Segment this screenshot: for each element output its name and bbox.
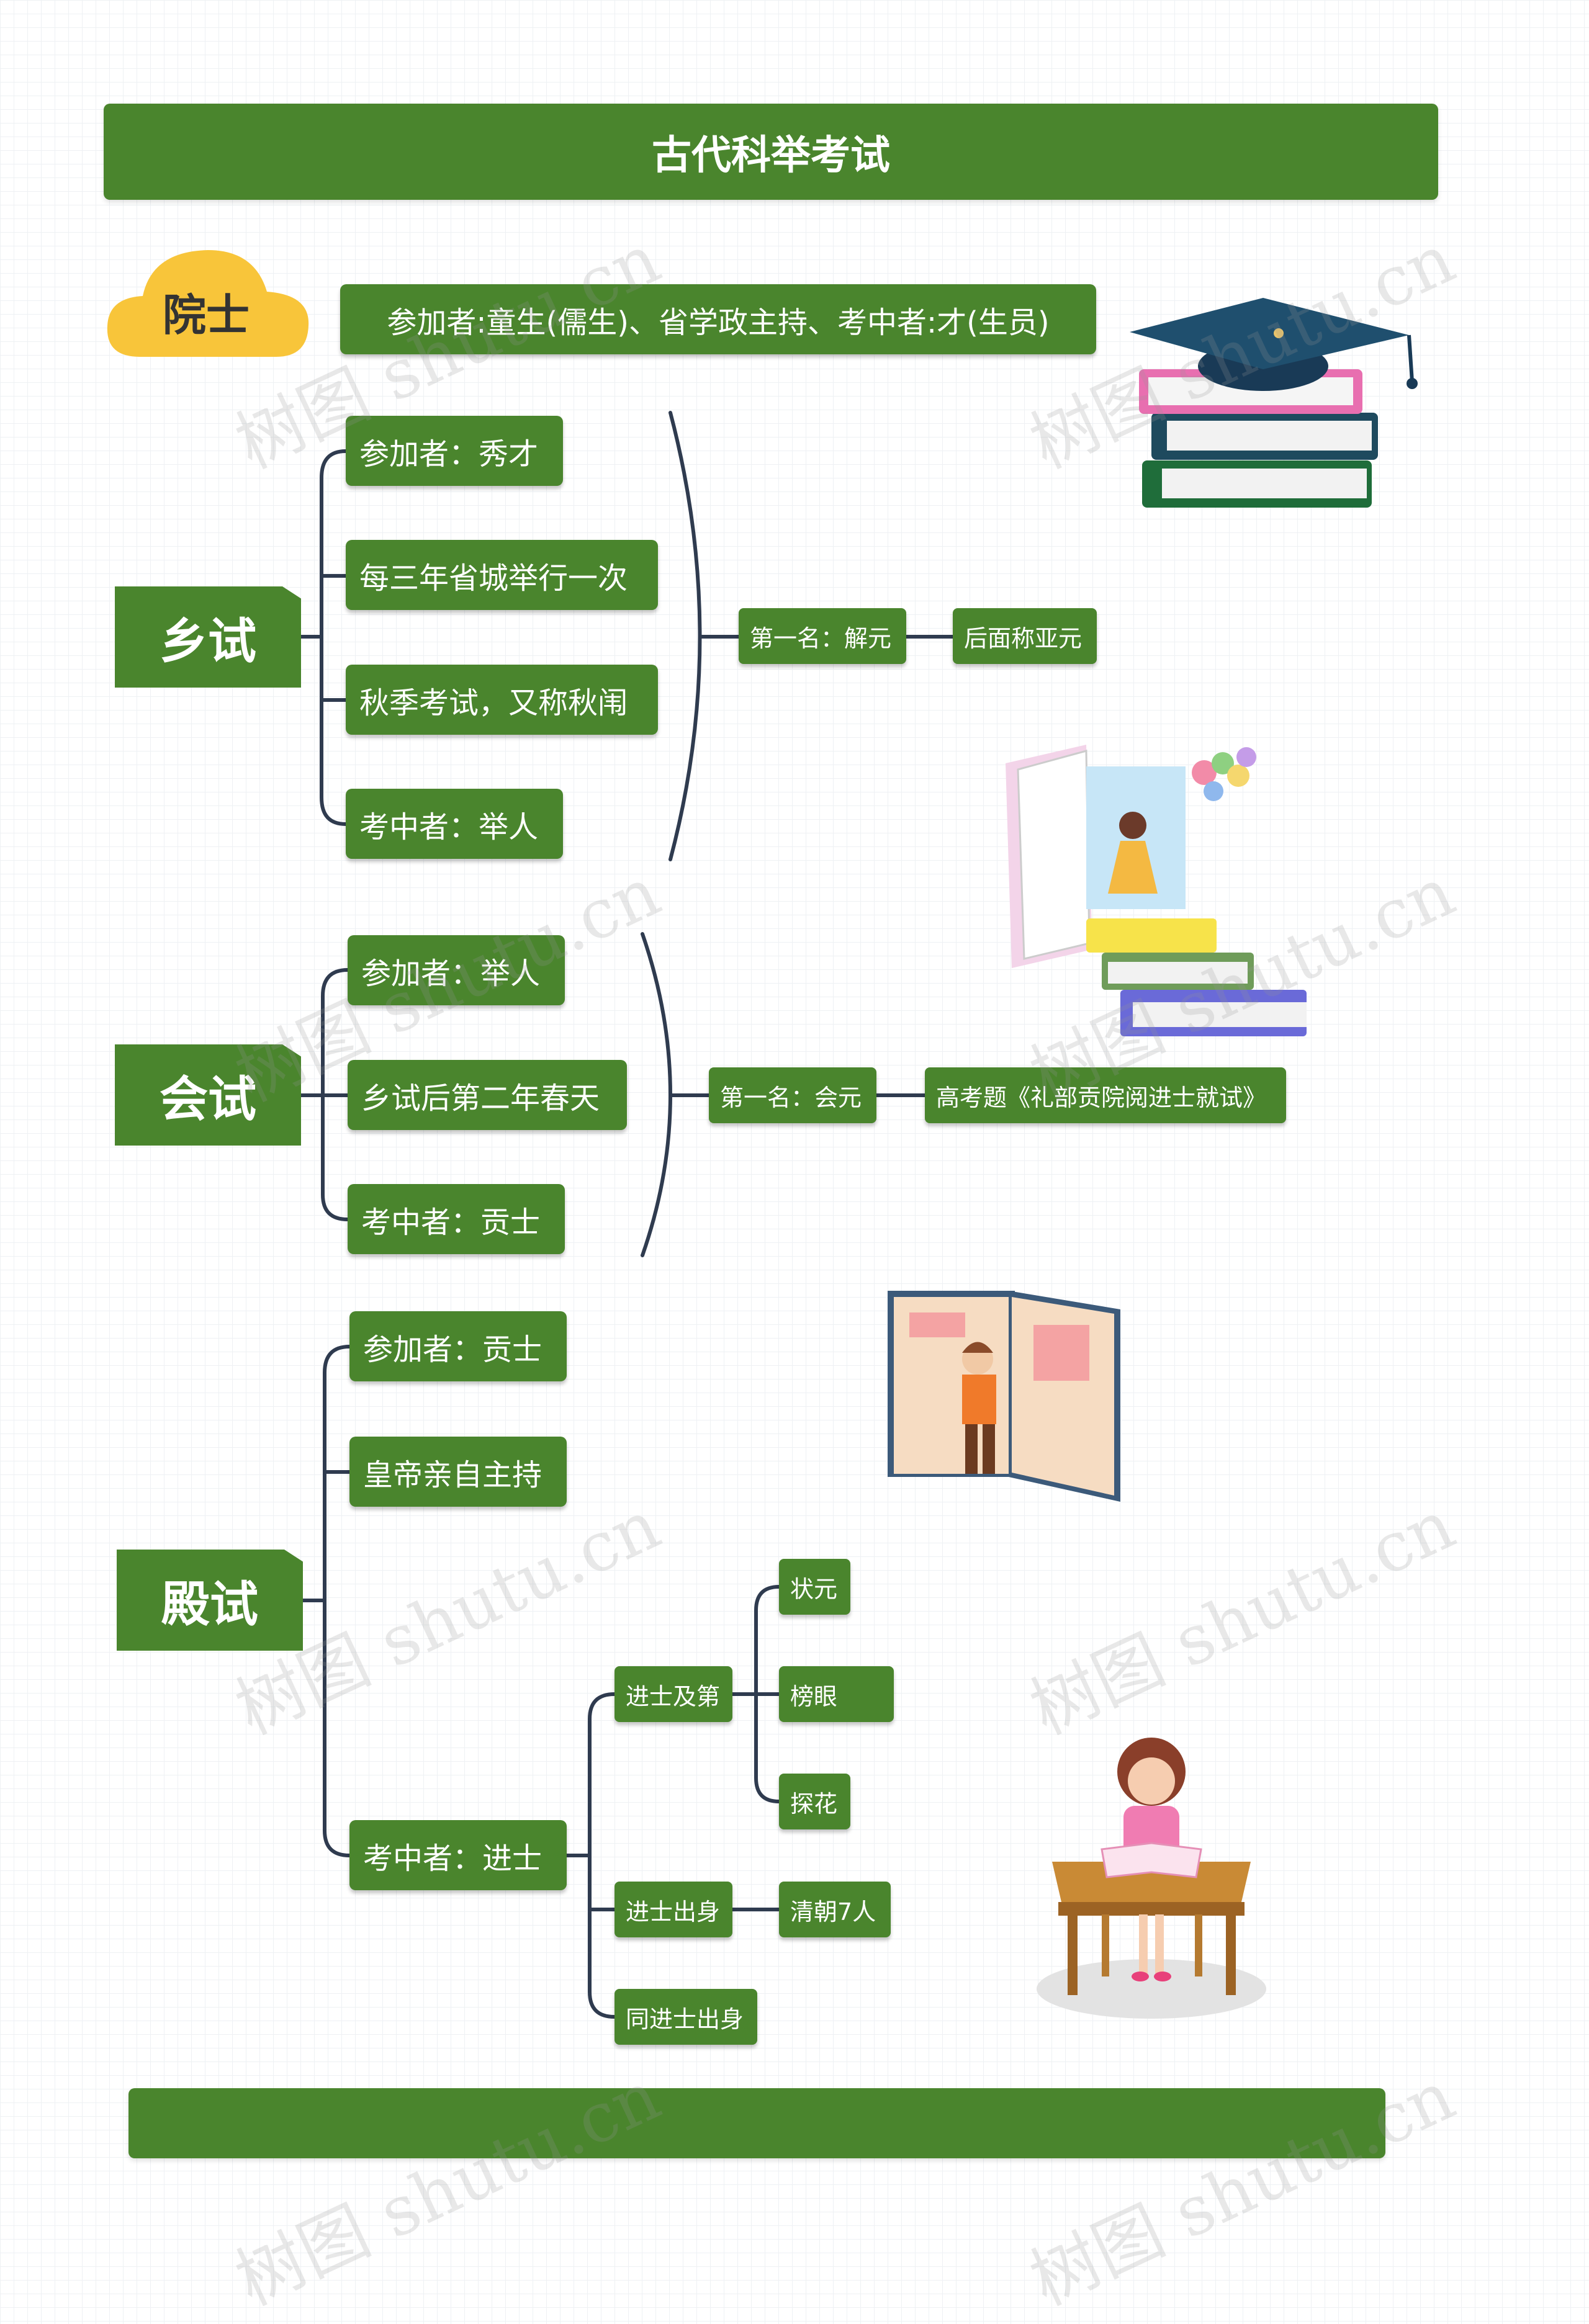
dianshi-item-3[interactable]: 考中者：进士 <box>349 1820 567 1890</box>
level-xiangshi[interactable]: 乡试 <box>115 586 301 688</box>
boy-reading-book-illustration <box>885 1288 1133 1511</box>
jinshi-chushen-note[interactable]: 清朝7人 <box>779 1882 891 1937</box>
xiangshi-item-4[interactable]: 考中者：举人 <box>346 789 563 859</box>
rank-zhuangyuan[interactable]: 状元 <box>779 1559 850 1615</box>
xiangshi-first-place[interactable]: 第一名：解元 <box>739 608 906 664</box>
huishi-item-1[interactable]: 参加者：举人 <box>348 935 565 1005</box>
xiangshi-item-3[interactable]: 秋季考试，又称秋闱 <box>346 665 658 735</box>
jinshi-jidi[interactable]: 进士及第 <box>614 1666 732 1722</box>
huishi-first-place[interactable]: 第一名：会元 <box>709 1067 876 1123</box>
rank-tanhua[interactable]: 探花 <box>779 1774 850 1829</box>
graduation-cap-books-illustration <box>1130 298 1428 540</box>
xiangshi-first-place-note[interactable]: 后面称亚元 <box>953 608 1097 664</box>
girl-on-books-illustration <box>999 738 1335 1061</box>
xiangshi-item-2[interactable]: 每三年省城举行一次 <box>346 540 658 610</box>
dianshi-item-2[interactable]: 皇帝亲自主持 <box>349 1437 567 1507</box>
level-dianshi[interactable]: 殿试 <box>117 1550 303 1651</box>
huishi-first-place-note[interactable]: 高考题《礼部贡院阅进士就试》 <box>925 1067 1286 1123</box>
dianshi-item-1[interactable]: 参加者：贡士 <box>349 1311 567 1381</box>
rank-bangyan[interactable]: 榜眼 <box>779 1666 894 1722</box>
tong-jinshi-chushen[interactable]: 同进士出身 <box>614 1989 757 2045</box>
footer-bar <box>128 2088 1385 2158</box>
huishi-item-3[interactable]: 考中者：贡士 <box>348 1184 565 1254</box>
xiangshi-item-1[interactable]: 参加者：秀才 <box>346 416 563 486</box>
level-huishi[interactable]: 会试 <box>115 1044 301 1146</box>
girl-at-desk-illustration <box>1033 1728 1269 2020</box>
huishi-item-2[interactable]: 乡试后第二年春天 <box>348 1060 627 1130</box>
jinshi-chushen[interactable]: 进士出身 <box>614 1882 732 1937</box>
